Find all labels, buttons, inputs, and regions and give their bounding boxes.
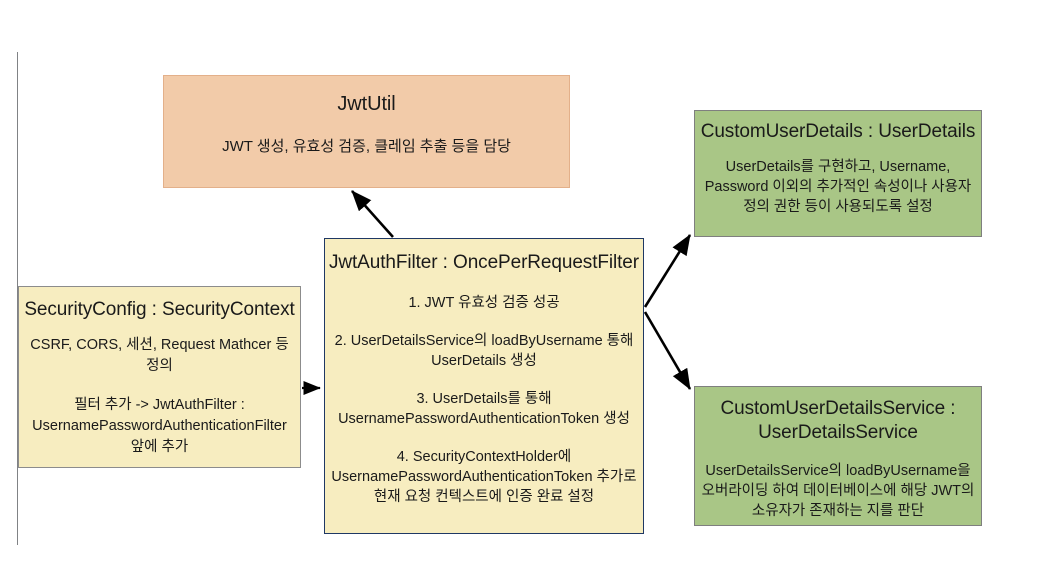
node-jwtauthfilter-step-3: 3. UserDetails를 통해 UsernamePasswordAuthe… <box>338 391 630 427</box>
page-boundary-rule <box>17 52 18 545</box>
node-jwtauthfilter-step-2: 2. UserDetailsService의 loadByUsername 통해… <box>334 333 634 369</box>
node-customuserdetailsservice-title: CustomUserDetailsService : UserDetailsSe… <box>720 398 956 443</box>
node-customuserdetails[interactable]: CustomUserDetails : UserDetails UserDeta… <box>694 110 982 237</box>
node-jwtauthfilter-step-4: 4. SecurityContextHolder에 UsernamePasswo… <box>331 449 637 505</box>
node-jwtauthfilter[interactable]: JwtAuthFilter : OncePerRequestFilter 1. … <box>324 238 644 534</box>
node-securityconfig[interactable]: SecurityConfig : SecurityContext CSRF, C… <box>18 286 301 468</box>
node-jwtutil-body: JWT 생성, 유효성 검증, 클레임 추출 등을 담당 <box>222 138 511 155</box>
node-customuserdetails-body: UserDetails를 구현하고, Username, Password 이외… <box>704 159 972 215</box>
node-jwtauthfilter-title: JwtAuthFilter : OncePerRequestFilter <box>328 252 639 273</box>
connector-jwtauthfilter-to-customuserdetailsservice <box>643 311 692 390</box>
node-securityconfig-title: SecurityConfig : SecurityContext <box>24 299 295 320</box>
node-customuserdetailsservice[interactable]: CustomUserDetailsService : UserDetailsSe… <box>694 386 982 526</box>
node-customuserdetails-title: CustomUserDetails : UserDetails <box>700 121 976 142</box>
node-jwtauthfilter-step-1: 1. JWT 유효성 검증 성공 <box>408 295 560 311</box>
connector-jwtauthfilter-to-customuserdetails <box>643 234 692 308</box>
node-jwtutil[interactable]: JwtUtil JWT 생성, 유효성 검증, 클레임 추출 등을 담당 <box>163 75 570 188</box>
node-customuserdetailsservice-body: UserDetailsService의 loadByUsername을 오버라이… <box>701 463 975 519</box>
node-securityconfig-body-2: 필터 추가 -> JwtAuthFilter : UsernamePasswor… <box>32 397 287 455</box>
node-jwtutil-title: JwtUtil <box>337 93 396 115</box>
node-securityconfig-body-1: CSRF, CORS, 세션, Request Mathcer 등 정의 <box>30 337 289 374</box>
connector-jwtauthfilter-to-jwtutil <box>351 190 394 238</box>
